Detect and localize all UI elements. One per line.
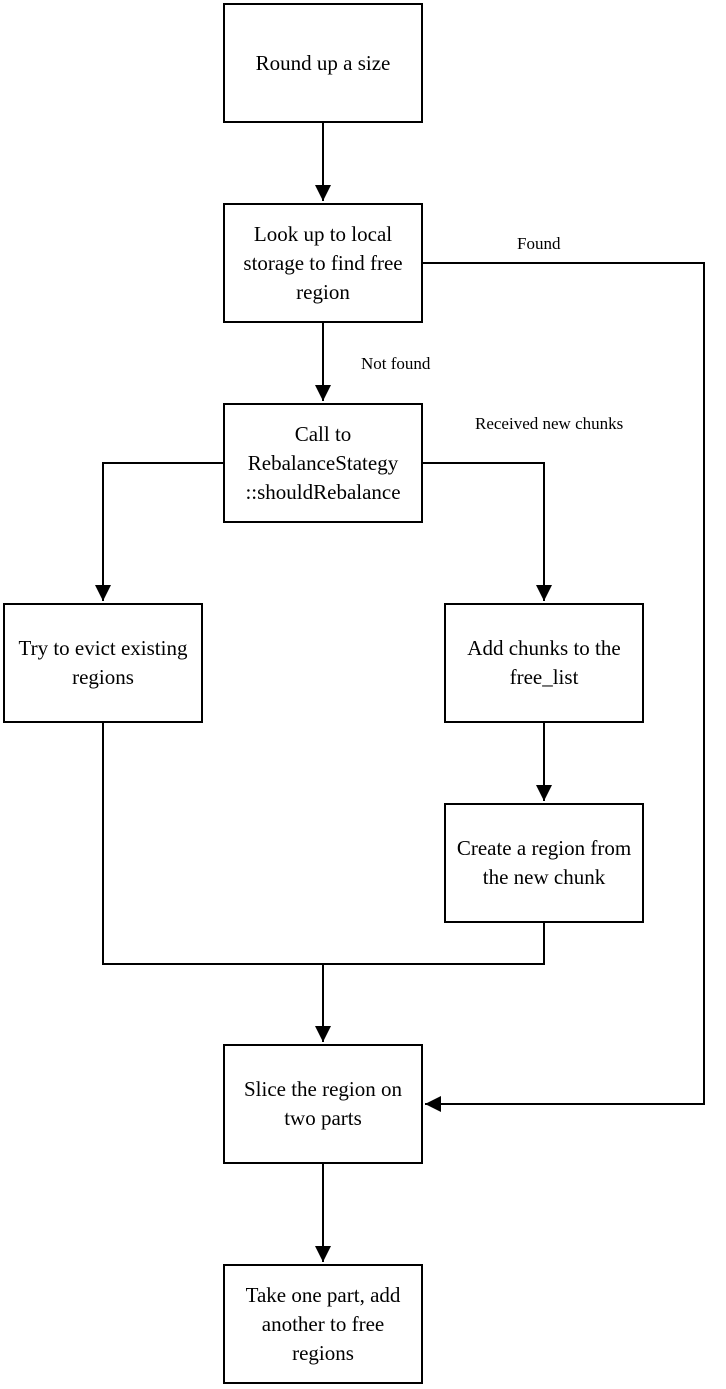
edge-label-not-found: Not found [361,354,431,373]
lookup-local-storage-box: Look up to local storage to find free re… [223,203,423,323]
create-region-box: Create a region from the new chunk [444,803,644,923]
call-rebalance-strategy-box: Call to RebalanceStategy ::shouldRebalan… [223,403,423,523]
edge-label-received-new-chunks: Received new chunks [475,414,624,433]
take-one-part-label: Take one part, add another to free regio… [245,1282,401,1365]
evict-regions-label: Try to evict existing regions [18,636,188,689]
create-region-label: Create a region from the new chunk [456,836,632,889]
lookup-local-storage-label: Look up to local storage to find free re… [243,221,403,304]
take-one-part-box: Take one part, add another to free regio… [223,1264,423,1384]
arrow-call-to-evict [95,462,223,601]
call-rebalance-strategy-label: Call to RebalanceStategy ::shouldRebalan… [245,421,401,504]
evict-regions-box: Try to evict existing regions [3,603,203,723]
connector-create-merge [323,923,545,965]
edge-label-found: Found [517,234,561,253]
add-chunks-box: Add chunks to the free_list [444,603,644,723]
arrow-found-to-slice [423,262,705,1112]
slice-region-label: Slice the region on two parts [243,1077,403,1130]
add-chunks-label: Add chunks to the free_list [467,636,621,689]
connector-evict-merge [102,723,323,965]
round-up-size-box: Round up a size [223,3,423,123]
slice-region-box: Slice the region on two parts [223,1044,423,1164]
arrow-call-to-addchunks [423,462,552,601]
round-up-size-label: Round up a size [255,50,391,75]
